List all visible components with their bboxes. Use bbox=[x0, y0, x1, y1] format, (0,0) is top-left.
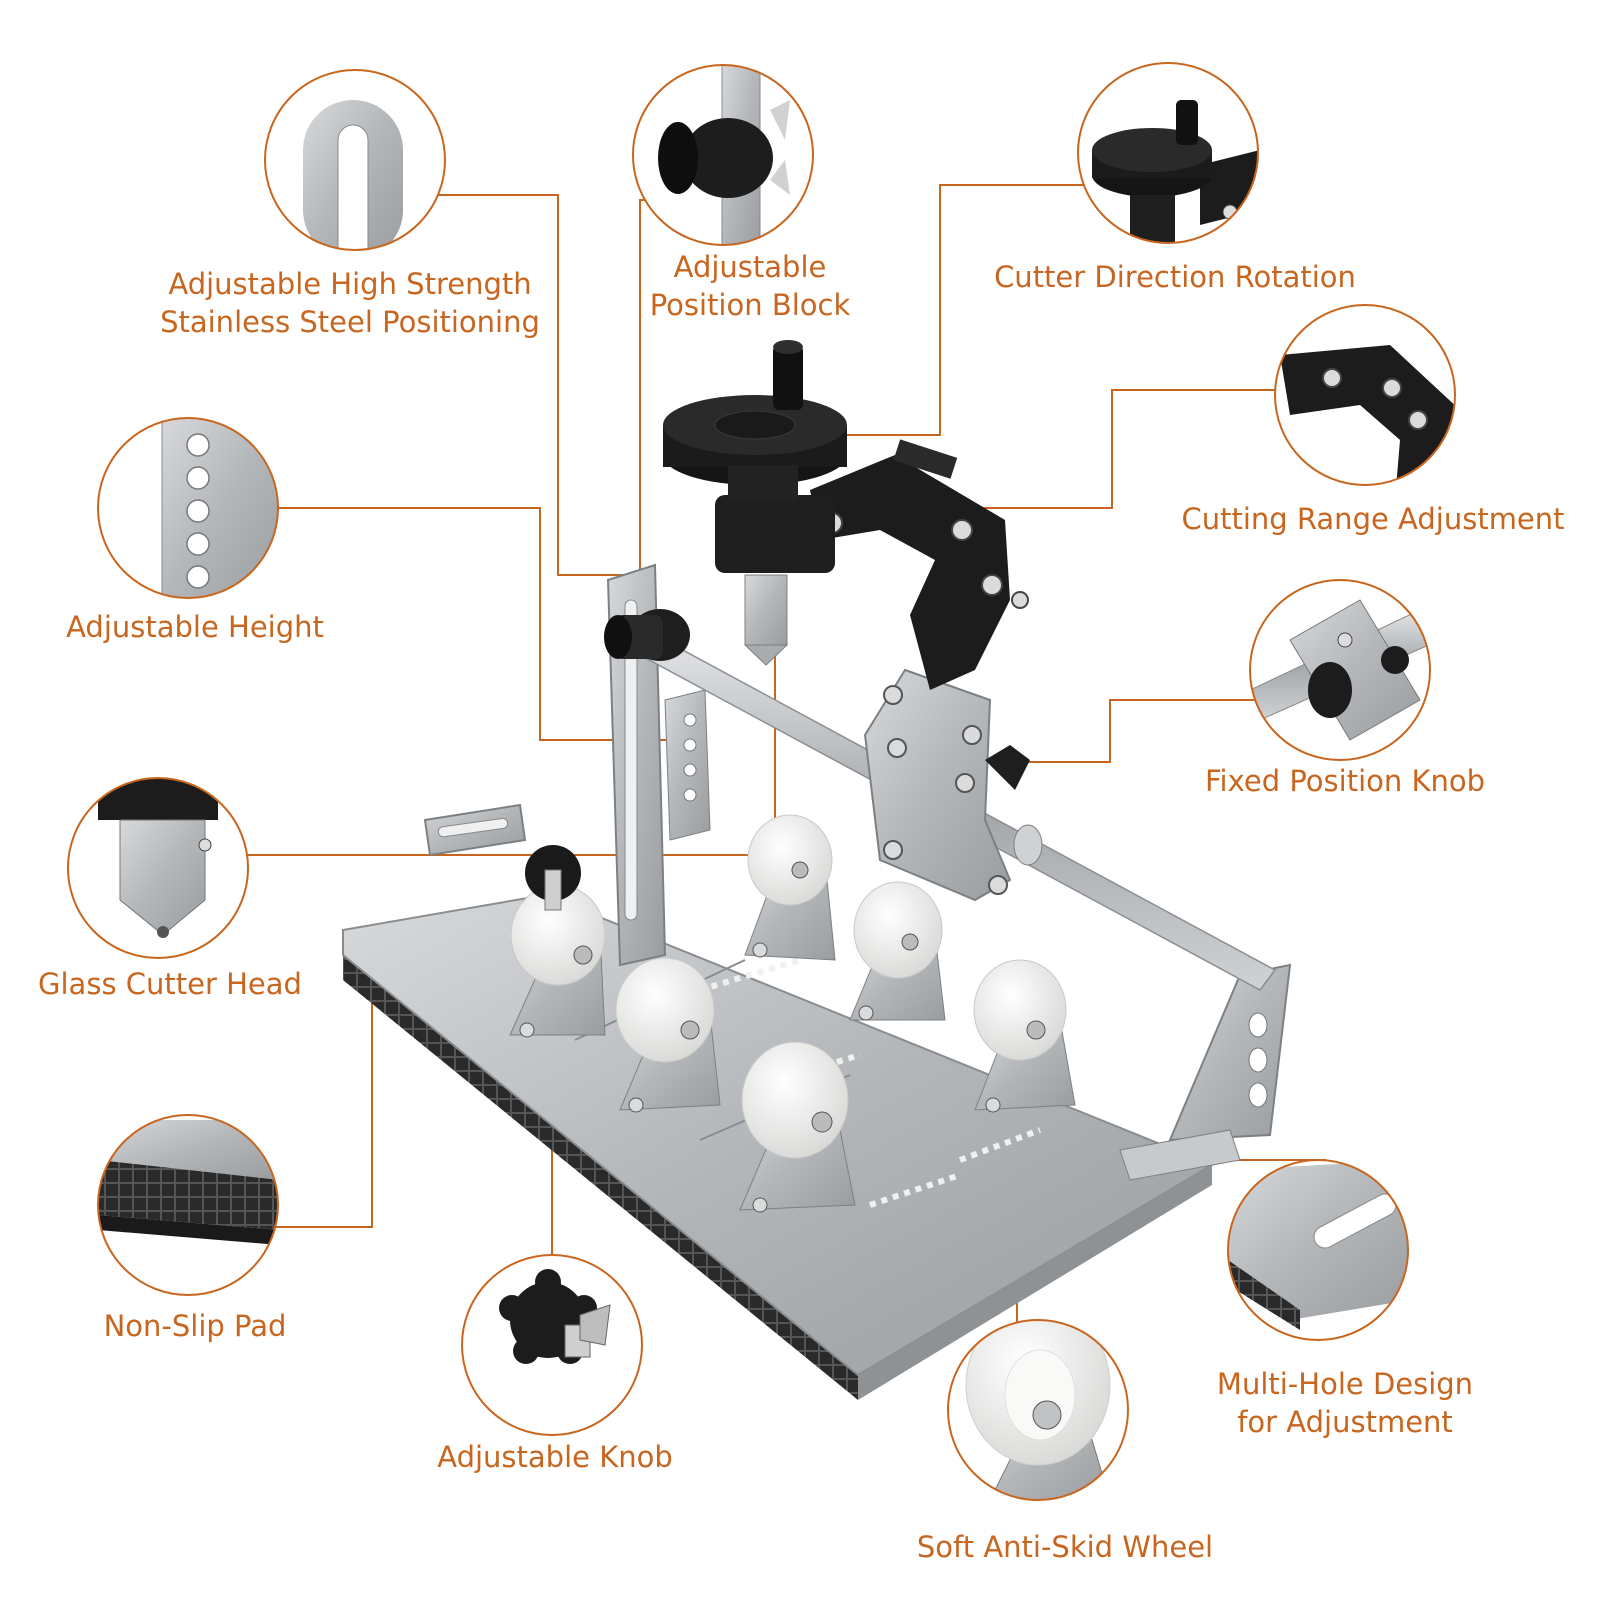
base-star-knob bbox=[525, 845, 581, 911]
non-slip-strip bbox=[343, 955, 858, 1400]
connector-cutting-range bbox=[950, 389, 1275, 509]
callout-cutting-range-circle bbox=[1274, 304, 1456, 486]
label-height: Adjustable Height bbox=[66, 610, 324, 644]
label-knob: Adjustable Knob bbox=[437, 1440, 673, 1474]
connector-non-slip bbox=[270, 990, 373, 1228]
rotation-knob bbox=[663, 340, 847, 500]
callout-fixed-knob-circle bbox=[1249, 579, 1431, 761]
callout-non-slip-circle bbox=[97, 1114, 279, 1296]
label-cutter-head: Glass Cutter Head bbox=[38, 967, 302, 1001]
label-fixed-knob: Fixed Position Knob bbox=[1204, 764, 1486, 798]
position-block bbox=[604, 609, 690, 661]
wheel-4 bbox=[973, 959, 1076, 1111]
carriage bbox=[863, 668, 1012, 902]
wheel-6 bbox=[739, 1041, 856, 1211]
label-non-slip: Non-Slip Pad bbox=[103, 1309, 287, 1343]
label-rotation: Cutter Direction Rotation bbox=[994, 260, 1356, 294]
wheel-3 bbox=[509, 884, 606, 1036]
wheels bbox=[509, 814, 1076, 1213]
connector-fixed-knob bbox=[990, 699, 1275, 763]
label-cutting-range: Cutting Range Adjustment bbox=[1181, 502, 1565, 536]
callout-cutter-head-circle bbox=[67, 777, 249, 959]
wheel-1 bbox=[744, 814, 836, 961]
callout-height-circle bbox=[97, 417, 279, 599]
label-wheel: Soft Anti-Skid Wheel bbox=[916, 1530, 1214, 1564]
wheel-2 bbox=[849, 881, 946, 1021]
wheel-5 bbox=[615, 957, 721, 1111]
callout-position-block-circle bbox=[632, 64, 814, 246]
glass-cutter-machine bbox=[342, 340, 1292, 1400]
connector-positioning bbox=[435, 194, 625, 576]
end-bracket bbox=[1168, 963, 1292, 1142]
connector-rotation bbox=[800, 184, 1085, 436]
callout-rotation-circle bbox=[1077, 62, 1259, 244]
callout-multi-hole-circle bbox=[1227, 1159, 1409, 1341]
callout-positioning-circle bbox=[264, 69, 446, 251]
callout-wheel-circle bbox=[947, 1319, 1129, 1501]
callout-knob-circle bbox=[461, 1254, 643, 1436]
cutter-arm bbox=[810, 455, 1010, 690]
callout-circles bbox=[67, 62, 1456, 1501]
